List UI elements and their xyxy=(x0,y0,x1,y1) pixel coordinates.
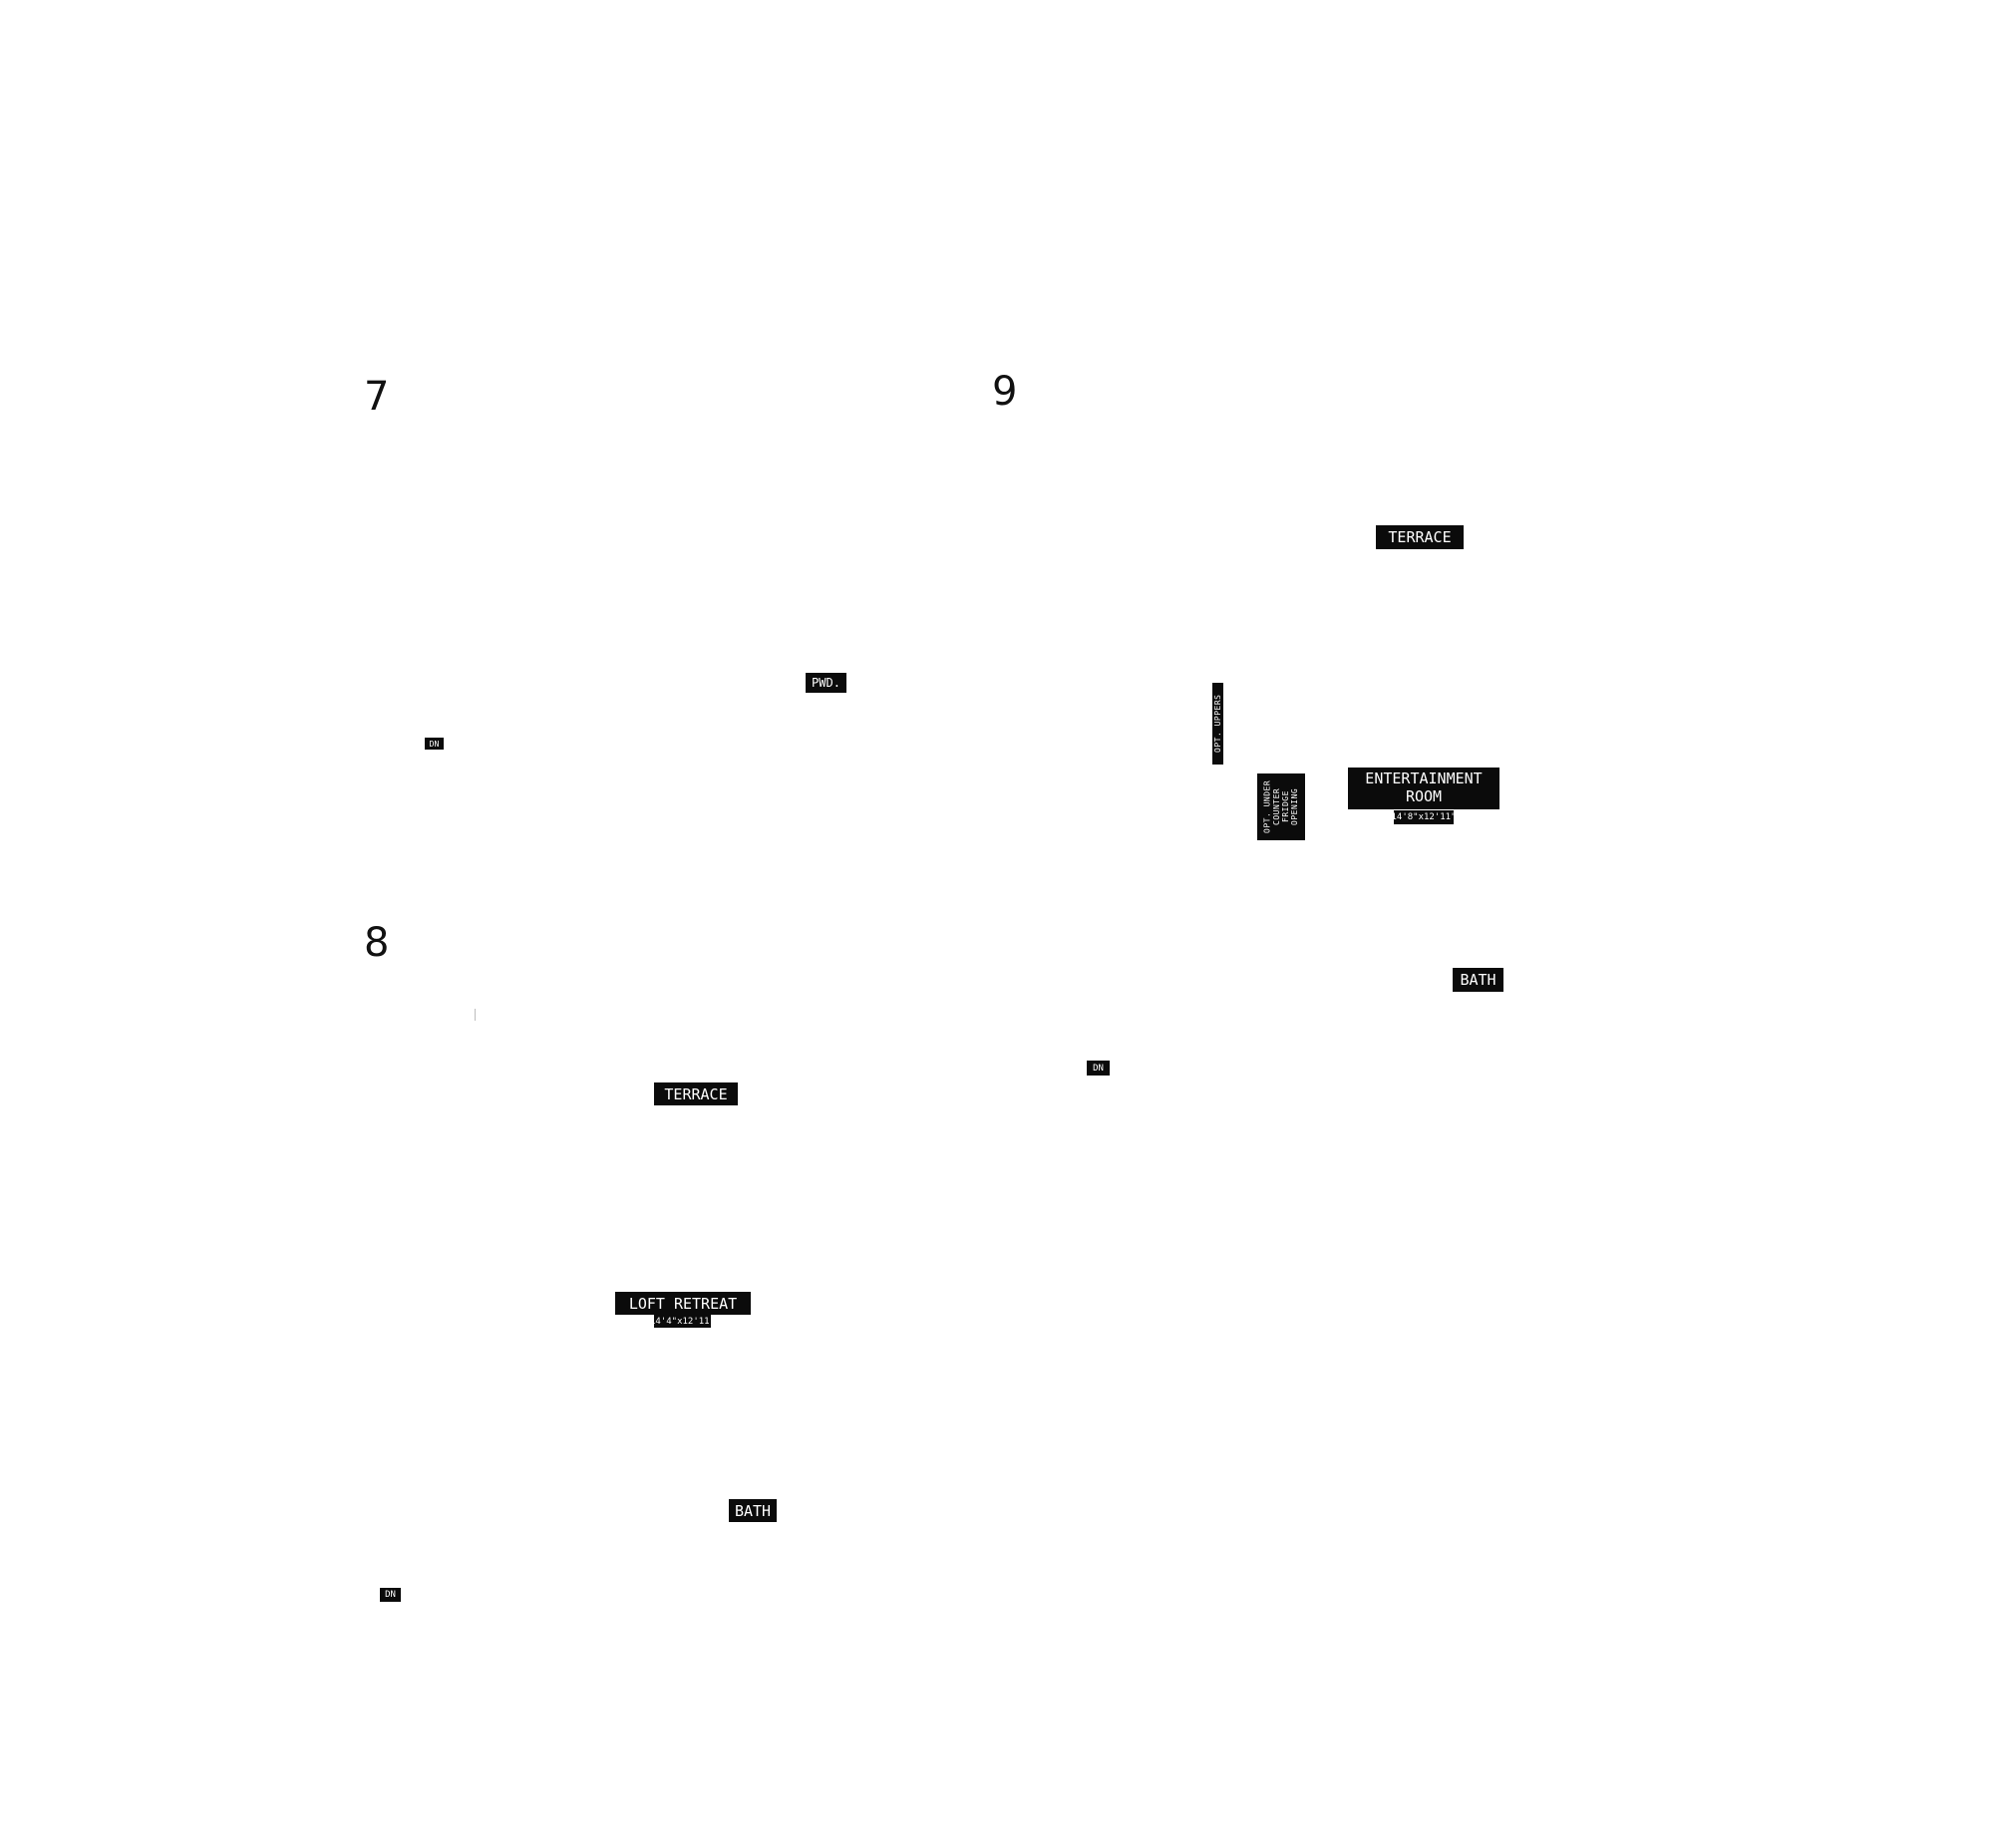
divider-tick xyxy=(475,1009,476,1021)
plan-number-7: 7 xyxy=(364,374,390,420)
room-dimensions-loft-retreat: 14'4"x12'11" xyxy=(649,1315,716,1328)
room-label-bath: BATH xyxy=(729,1499,777,1522)
room-label-powder: PWD. xyxy=(806,673,846,693)
stair-down-label: DN xyxy=(1087,1061,1110,1076)
room-label-bath: BATH xyxy=(1453,968,1503,992)
room-label-terrace: TERRACE xyxy=(1376,525,1464,549)
room-label-loft-retreat: LOFT RETREAT xyxy=(615,1292,751,1315)
plan-number-8: 8 xyxy=(364,920,390,966)
plan-number-9: 9 xyxy=(992,369,1018,415)
stair-down-label: DN xyxy=(425,738,444,750)
room-label-terrace: TERRACE xyxy=(654,1082,738,1105)
room-label-entertainment-room: ENTERTAINMENT ROOM xyxy=(1348,768,1499,809)
stair-down-label: DN xyxy=(380,1588,401,1602)
note-opt-uppers: OPT. UPPERS xyxy=(1212,683,1223,765)
note-opt-fridge-opening: OPT. UNDER COUNTER FRIDGE OPENING xyxy=(1257,773,1305,840)
room-dimensions-entertainment-room: 14'8"x12'11" xyxy=(1391,810,1457,824)
